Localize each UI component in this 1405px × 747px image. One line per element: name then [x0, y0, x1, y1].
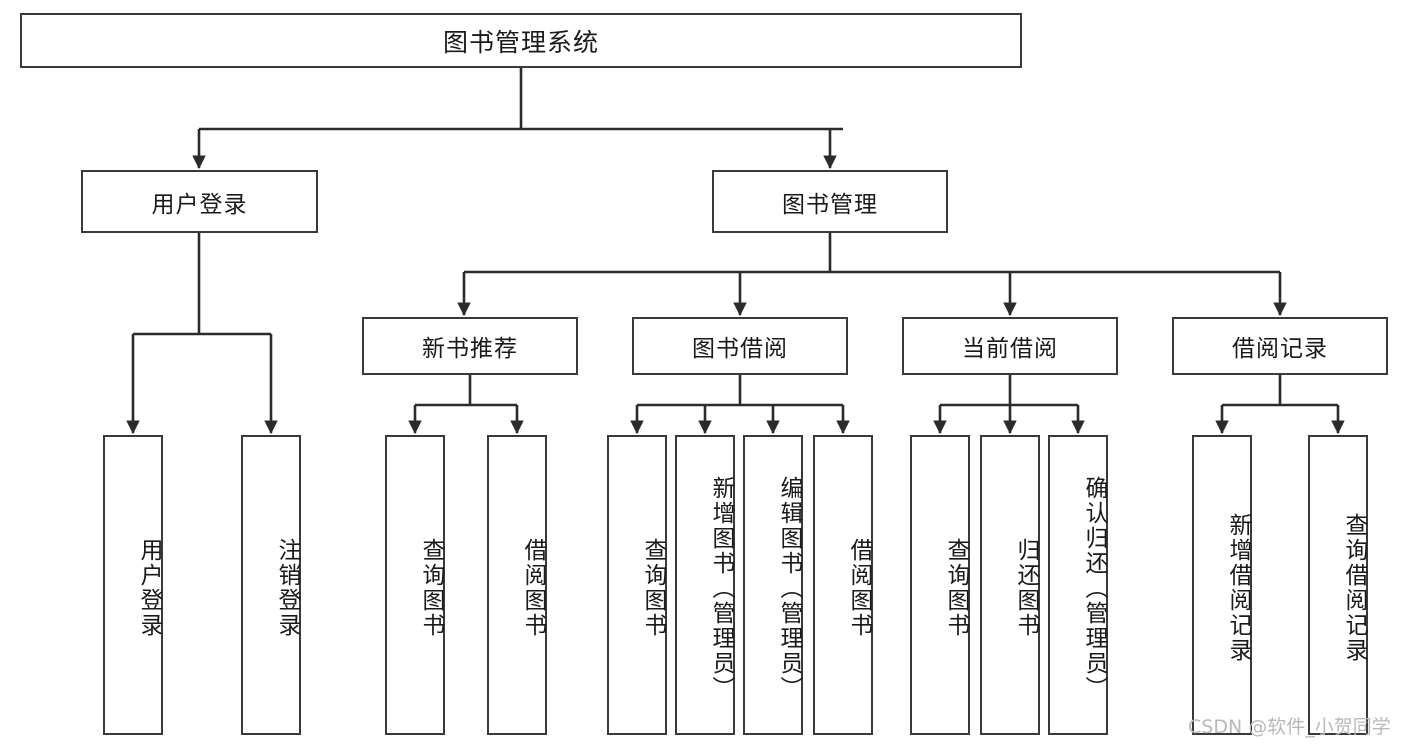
- node-label: 图书借阅: [692, 336, 788, 362]
- node-label: 新书推荐: [422, 336, 518, 362]
- node-label: 查询借阅记录: [1341, 513, 1367, 663]
- node-label: 确认归还（管理员）: [1081, 475, 1107, 701]
- node-label: 借阅图书: [846, 538, 872, 638]
- node-label: 借阅图书: [520, 538, 546, 638]
- node-current-borrow[interactable]: 当前借阅: [902, 317, 1118, 375]
- node-leaf-current-confirm-return[interactable]: 确认归还（管理员）: [1048, 435, 1108, 735]
- node-label: 用户登录: [151, 191, 248, 218]
- node-label: 借阅记录: [1232, 336, 1328, 362]
- node-label: 查询图书: [418, 538, 444, 638]
- node-label: 用户登录: [136, 538, 162, 638]
- node-label: 当前借阅: [962, 336, 1058, 362]
- node-label: 新增借阅记录: [1225, 513, 1251, 663]
- node-label: 查询图书: [640, 538, 666, 638]
- node-new-book-recommend[interactable]: 新书推荐: [362, 317, 578, 375]
- node-leaf-user-login[interactable]: 用户登录: [103, 435, 163, 735]
- node-book-management[interactable]: 图书管理: [712, 170, 948, 233]
- node-leaf-record-add[interactable]: 新增借阅记录: [1192, 435, 1252, 735]
- node-leaf-borrow-borrow-book[interactable]: 借阅图书: [813, 435, 873, 735]
- node-label: 新增图书（管理员）: [708, 475, 734, 701]
- node-leaf-current-query-book[interactable]: 查询图书: [910, 435, 970, 735]
- node-leaf-borrow-add-book[interactable]: 新增图书（管理员）: [675, 435, 735, 735]
- node-label: 查询图书: [943, 538, 969, 638]
- node-user-login[interactable]: 用户登录: [81, 170, 318, 233]
- node-label: 图书管理: [782, 191, 878, 218]
- node-leaf-borrow-edit-book[interactable]: 编辑图书（管理员）: [743, 435, 803, 735]
- node-leaf-recommend-borrow-book[interactable]: 借阅图书: [487, 435, 547, 735]
- node-leaf-borrow-query-book[interactable]: 查询图书: [607, 435, 667, 735]
- node-leaf-recommend-query-book[interactable]: 查询图书: [385, 435, 445, 735]
- node-label: 图书管理系统: [442, 27, 599, 57]
- node-borrow-record[interactable]: 借阅记录: [1172, 317, 1388, 375]
- node-label: 归还图书: [1013, 538, 1039, 638]
- node-book-borrow[interactable]: 图书借阅: [632, 317, 848, 375]
- watermark-text: CSDN @软件_小贺同学: [1188, 716, 1391, 738]
- node-leaf-current-return-book[interactable]: 归还图书: [980, 435, 1040, 735]
- node-leaf-user-logout[interactable]: 注销登录: [241, 435, 301, 735]
- node-label: 注销登录: [274, 538, 300, 638]
- node-leaf-record-query[interactable]: 查询借阅记录: [1308, 435, 1368, 735]
- node-root-system[interactable]: 图书管理系统: [20, 13, 1022, 68]
- node-label: 编辑图书（管理员）: [776, 475, 802, 701]
